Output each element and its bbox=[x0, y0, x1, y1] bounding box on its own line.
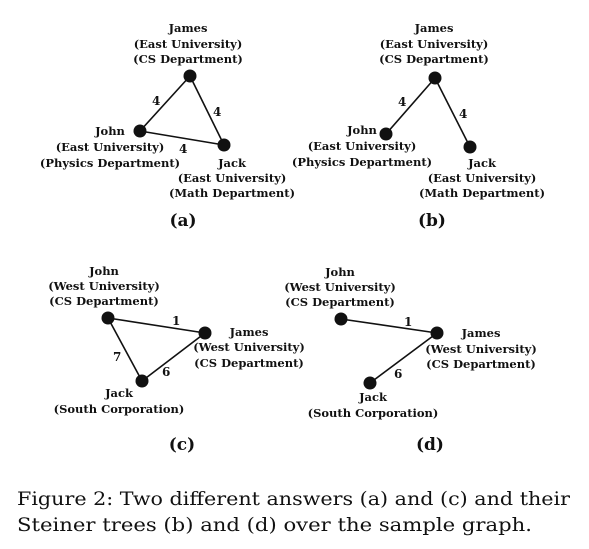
panel-a: 4 4 4 James (East University) (CS Depart… bbox=[40, 21, 295, 231]
label-john-line2: (East University) bbox=[56, 140, 165, 154]
weight-james-john: 4 bbox=[152, 94, 160, 108]
node-james bbox=[428, 71, 442, 85]
label-john-line3: (Physics Department) bbox=[292, 155, 432, 169]
label-john-name: John bbox=[324, 265, 355, 279]
label-john-line2: (West University) bbox=[284, 280, 396, 294]
label-john-line2: (East University) bbox=[308, 139, 417, 153]
label-jack-line2: (East University) bbox=[428, 171, 537, 185]
node-jack bbox=[135, 374, 149, 388]
node-james bbox=[198, 326, 212, 340]
label-jack: Jack (East University) (Math Department) bbox=[169, 156, 295, 200]
label-james-name: James bbox=[461, 326, 501, 340]
label-jack-line2: (East University) bbox=[178, 171, 287, 185]
label-james-line3: (CS Department) bbox=[194, 356, 304, 370]
edge-james-john bbox=[139, 75, 191, 132]
node-jack bbox=[463, 140, 477, 154]
label-john-name: John bbox=[88, 264, 119, 278]
node-james bbox=[183, 69, 197, 83]
edge-john-james bbox=[340, 318, 438, 334]
label-james: James (East University) (CS Department) bbox=[379, 21, 489, 66]
label-jack-line3: (Math Department) bbox=[169, 186, 295, 200]
figure-caption: Figure 2: Two different answers (a) and … bbox=[17, 489, 570, 536]
node-john bbox=[101, 311, 115, 325]
node-john bbox=[334, 312, 348, 326]
weight-james-jack: 4 bbox=[213, 105, 221, 119]
label-jack-line2: (South Corporation) bbox=[308, 406, 439, 420]
label-jack-line2: (South Corporation) bbox=[54, 402, 185, 416]
node-jack bbox=[363, 376, 377, 390]
label-john-name: John bbox=[94, 124, 125, 138]
caption-line-1: Figure 2: Two different answers (a) and … bbox=[17, 489, 570, 510]
edge-john-james bbox=[107, 317, 206, 334]
weight-john-jack: 7 bbox=[113, 350, 121, 364]
weight-james-jack: 6 bbox=[162, 365, 170, 379]
weight-james-jack: 6 bbox=[394, 367, 402, 381]
weight-john-james: 1 bbox=[404, 315, 412, 329]
label-james-line2: (East University) bbox=[134, 37, 243, 51]
label-james-line2: (West University) bbox=[193, 340, 305, 354]
label-james: James (West University) (CS Department) bbox=[425, 326, 537, 371]
weight-john-jack: 4 bbox=[179, 142, 187, 156]
edge-james-john bbox=[385, 77, 436, 135]
caption-line-2: Steiner trees (b) and (d) over the sampl… bbox=[17, 515, 532, 536]
subfigure-label-b: (b) bbox=[418, 211, 446, 231]
label-jack: Jack (South Corporation) bbox=[308, 390, 439, 420]
label-jack-line3: (Math Department) bbox=[419, 186, 545, 200]
label-john-name: John bbox=[346, 123, 377, 137]
label-jack-name: Jack bbox=[467, 156, 497, 170]
edge-james-jack bbox=[189, 75, 225, 146]
label-james-line2: (East University) bbox=[380, 37, 489, 51]
label-james-line3: (CS Department) bbox=[379, 52, 489, 66]
label-john: John (West University) (CS Department) bbox=[48, 264, 160, 308]
node-john bbox=[379, 127, 393, 141]
label-jack: Jack (South Corporation) bbox=[54, 386, 185, 416]
panel-b: 4 4 James (East University) (CS Departme… bbox=[292, 21, 545, 231]
node-james bbox=[430, 326, 444, 340]
label-jack: Jack (East University) (Math Department) bbox=[419, 156, 545, 200]
node-john bbox=[133, 124, 147, 138]
label-james: James (East University) (CS Department) bbox=[133, 21, 243, 66]
weight-james-john: 4 bbox=[398, 95, 406, 109]
label-john: John (East University) (Physics Departme… bbox=[40, 124, 180, 170]
label-james-line3: (CS Department) bbox=[426, 357, 536, 371]
edge-james-jack bbox=[141, 332, 206, 382]
label-john-line2: (West University) bbox=[48, 279, 160, 293]
edge-john-jack bbox=[107, 317, 143, 382]
label-james: James (West University) (CS Department) bbox=[193, 325, 305, 370]
label-jack-name: Jack bbox=[358, 390, 388, 404]
label-james-name: James bbox=[414, 21, 454, 35]
subfigure-label-a: (a) bbox=[169, 211, 196, 231]
label-john: John (West University) (CS Department) bbox=[284, 265, 396, 309]
label-john-line3: (CS Department) bbox=[285, 295, 395, 309]
panel-d: 1 6 John (West University) (CS Departmen… bbox=[284, 265, 537, 455]
subfigure-label-d: (d) bbox=[416, 435, 444, 455]
weight-john-james: 1 bbox=[172, 314, 180, 328]
label-john-line3: (Physics Department) bbox=[40, 156, 180, 170]
node-jack bbox=[217, 138, 231, 152]
label-john: John (East University) (Physics Departme… bbox=[292, 123, 432, 169]
subfigure-label-c: (c) bbox=[169, 435, 195, 455]
panel-c: 1 7 6 John (West University) (CS Departm… bbox=[48, 264, 305, 455]
label-jack-name: Jack bbox=[217, 156, 247, 170]
weight-james-jack: 4 bbox=[459, 107, 467, 121]
label-jack-name: Jack bbox=[104, 386, 134, 400]
label-james-name: James bbox=[168, 21, 208, 35]
label-james-line3: (CS Department) bbox=[133, 52, 243, 66]
label-john-line3: (CS Department) bbox=[49, 294, 159, 308]
label-james-line2: (West University) bbox=[425, 342, 537, 356]
edge-james-jack bbox=[434, 77, 471, 148]
edge-john-jack bbox=[139, 130, 225, 146]
label-james-name: James bbox=[229, 325, 269, 339]
edge-james-jack bbox=[369, 332, 438, 384]
